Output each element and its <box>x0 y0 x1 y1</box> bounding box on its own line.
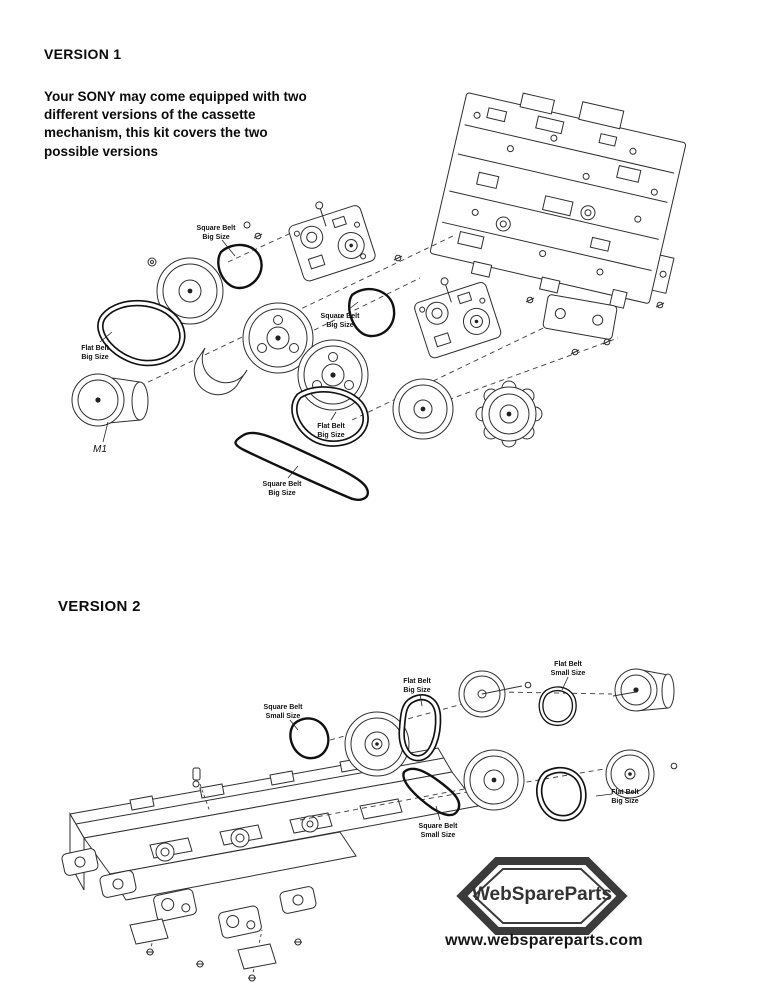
v2-lever-parts <box>61 767 317 982</box>
intro-description: Your SONY may come equipped with two dif… <box>44 89 307 159</box>
part-label-flat-belt-big-v2-2: Flat Belt Big Size <box>611 789 639 806</box>
v1-square-belt-big-1 <box>217 243 263 290</box>
part-label-square-belt-big-2: Square Belt Big Size <box>320 313 360 330</box>
v2-flat-belt-big-2 <box>535 766 587 822</box>
v2-motor <box>612 668 675 712</box>
version2-heading: VERSION 2 <box>58 598 141 615</box>
v1-flat-belt-big-1 <box>97 300 186 367</box>
v1-square-belt-big-2 <box>347 287 396 338</box>
v2-flywheel-2 <box>463 749 525 811</box>
v1-head-assembly-a <box>288 201 376 282</box>
part-label-flat-belt-big-v2-1: Flat Belt Big Size <box>403 678 431 695</box>
part-label-flat-belt-big-2: Flat Belt Big Size <box>317 423 345 440</box>
v1-big-pulley <box>147 221 251 325</box>
version1-heading: VERSION 1 <box>44 46 122 62</box>
part-label-square-belt-small-1: Square Belt Small Size <box>263 704 303 721</box>
v1-screws <box>253 232 665 356</box>
webspareparts-logo-hexagon <box>456 857 628 935</box>
part-label-square-belt-small-2: Square Belt Small Size <box>418 823 458 840</box>
v2-square-belt-small-1 <box>289 717 330 760</box>
v1-right-pulley <box>392 378 454 440</box>
v2-leader-lines <box>289 676 613 821</box>
v2-square-belt-small-2 <box>402 767 461 817</box>
v1-square-belt-big-3-long <box>234 431 369 501</box>
brand-name: WebSpareParts <box>471 884 613 905</box>
part-label-flat-belt-small: Flat Belt Small Size <box>550 661 586 678</box>
v2-chassis <box>69 747 479 901</box>
v2-right-pulley <box>605 749 678 799</box>
v1-motor-m1 <box>71 373 149 427</box>
v1-leader-lines <box>99 239 359 479</box>
v1-flywheel-1 <box>242 302 314 374</box>
part-label-square-belt-big-3: Square Belt Big Size <box>262 481 302 498</box>
v1-sub-bracket <box>542 294 618 340</box>
v2-flywheel-1 <box>344 711 410 777</box>
v2-disc-pulley <box>458 670 532 718</box>
website-url: www.webspareparts.com <box>445 932 643 949</box>
v1-flat-belt-big-2 <box>291 386 369 447</box>
part-label-square-belt-big-1: Square Belt Big Size <box>196 225 236 242</box>
v1-half-bracket <box>193 347 248 396</box>
part-label-flat-belt-big-1: Flat Belt Big Size <box>81 345 109 362</box>
v1-chassis-panel <box>429 92 687 309</box>
v1-head-assembly-b <box>414 277 502 359</box>
v2-flat-belt-small <box>538 686 577 727</box>
v1-scalloped-pulley <box>475 380 543 448</box>
v2-flat-belt-big-1 <box>398 694 442 762</box>
part-label-m1-motor: M1 <box>93 444 107 455</box>
